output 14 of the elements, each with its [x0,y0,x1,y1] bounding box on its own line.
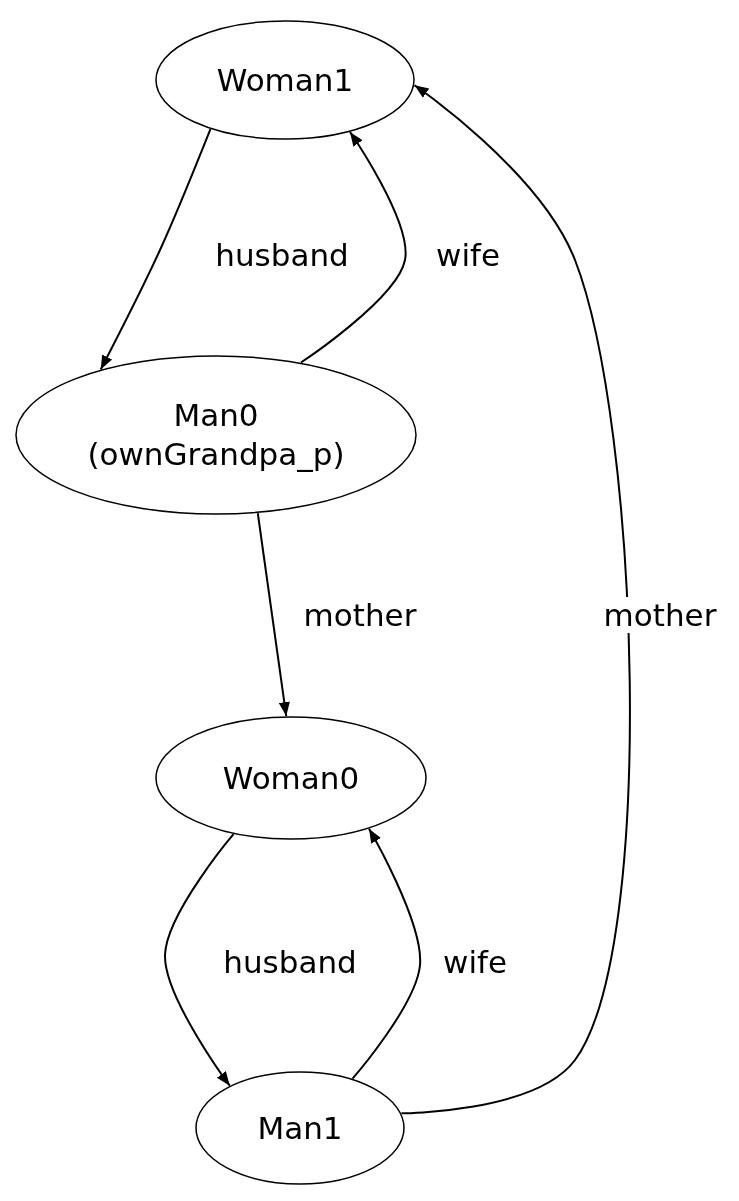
arrow [351,827,421,1080]
node-label: Man0 (ownGrandpa_p) [86,396,346,474]
arrow [400,84,631,1115]
arrow [99,128,212,371]
node-label: Woman1 [216,60,354,100]
ellipse-node [195,1071,405,1185]
arrow [256,512,290,718]
node-label: Woman0 [222,758,360,798]
ellipse-node [155,716,427,840]
node-label: Man1 [257,1108,343,1148]
ellipse-node [155,20,415,140]
arrow [299,130,407,364]
arrow [164,833,235,1087]
ellipse-node [15,355,417,515]
